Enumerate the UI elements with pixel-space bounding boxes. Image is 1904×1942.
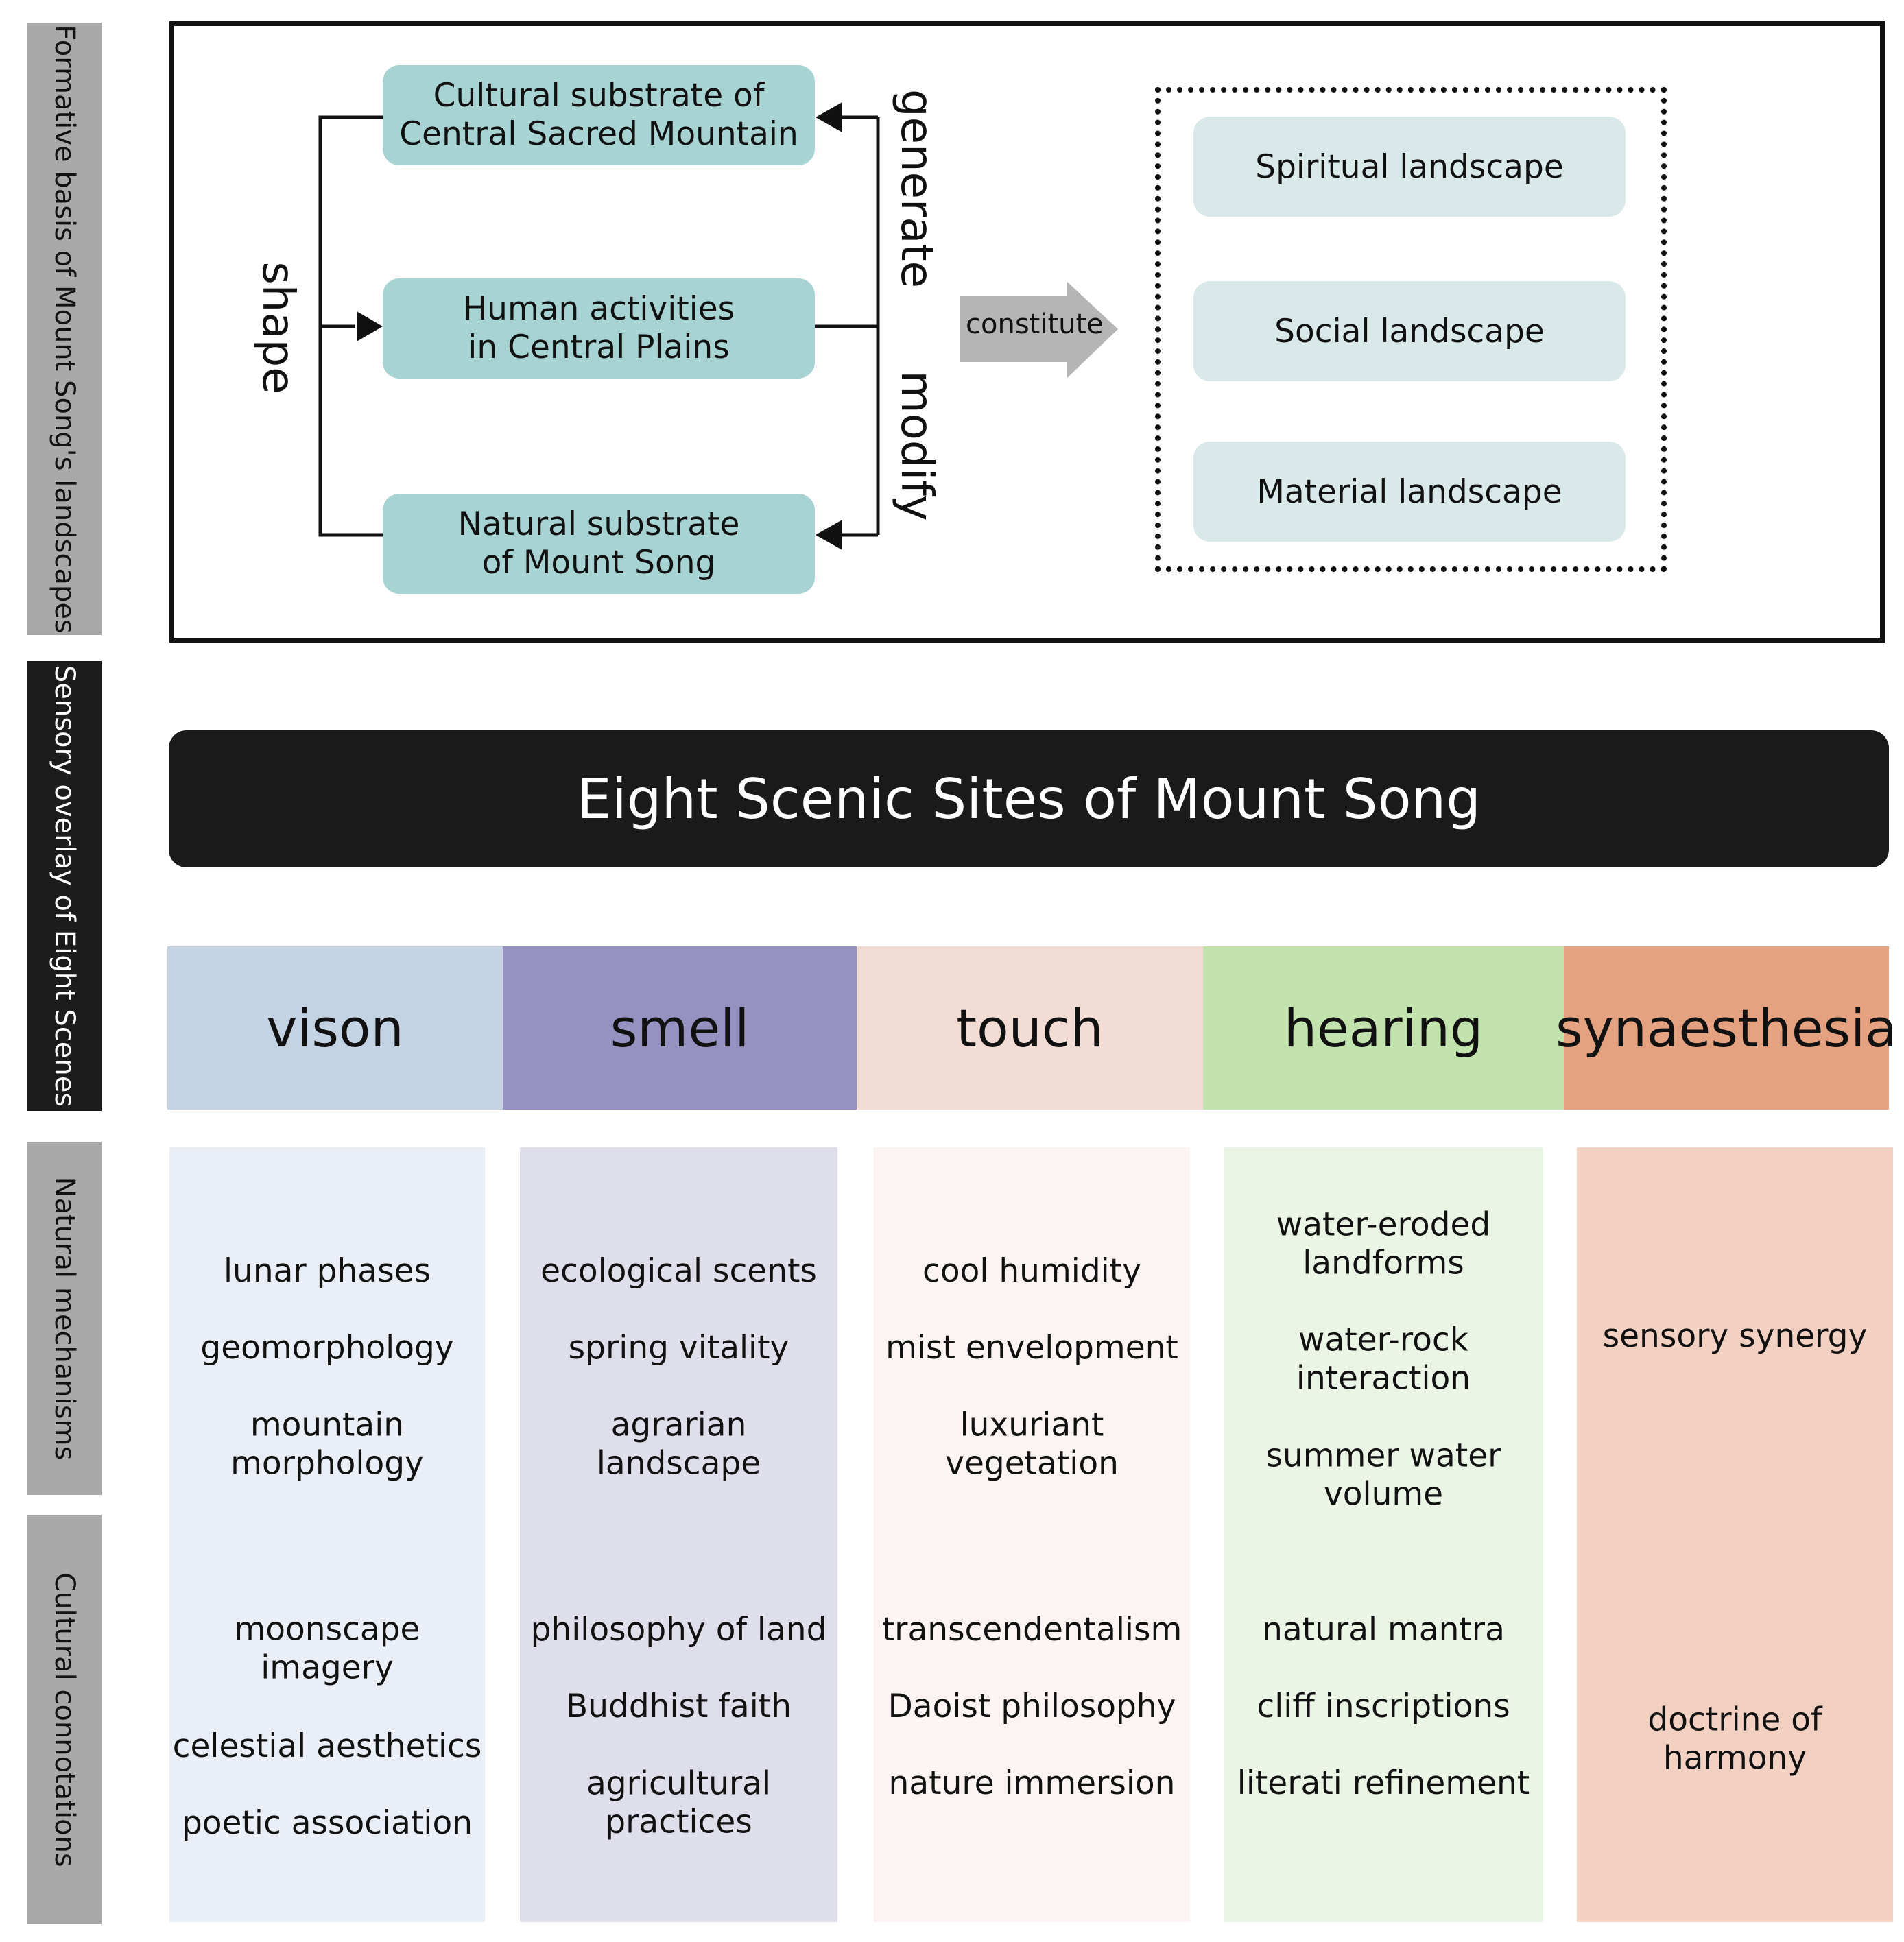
cultural-item: literati refinement [1237, 1764, 1530, 1802]
node-human-activities-label: Human activities in Central Plains [462, 289, 735, 366]
constitute-arrow [960, 281, 1118, 379]
cultural-item: Daoist philosophy [888, 1687, 1176, 1725]
node-cultural-substrate-label: Cultural substrate of Central Sacred Mou… [399, 76, 798, 153]
formation-connectors [318, 102, 1118, 550]
node-cultural-substrate: Cultural substrate of Central Sacred Mou… [383, 65, 815, 165]
cultural-item: agricultural practices [586, 1764, 772, 1841]
node-natural-substrate: Natural substrate of Mount Song [383, 494, 815, 594]
cultural-item: nature immersion [888, 1764, 1176, 1802]
cultural-item: moonscape imagery [234, 1610, 420, 1687]
side-label-cultural-connotations-text: Cultural connotations [49, 1572, 80, 1867]
generate-arrow-head [816, 102, 842, 132]
sense-header-smell-label: smell [610, 997, 750, 1059]
column-vision: lunar phases geomorphology mountain morp… [169, 1147, 485, 1922]
column-synaesthesia: sensory synergy doctrine of harmony [1577, 1147, 1893, 1922]
sense-header-vision: vison [167, 946, 503, 1110]
column-touch: cool humidity mist envelopment luxuriant… [874, 1147, 1190, 1922]
sense-header-vision-label: vison [266, 997, 404, 1059]
natural-item: mountain morphology [230, 1406, 424, 1483]
natural-item: geomorphology [200, 1328, 454, 1367]
sense-header-synaesthesia: synaesthesia [1556, 946, 1897, 1110]
natural-item: lunar phases [223, 1251, 431, 1290]
label-constitute: constitute [966, 309, 1104, 340]
natural-item: ecological scents [540, 1251, 817, 1290]
cultural-item: poetic association [181, 1803, 473, 1842]
cultural-item: Buddhist faith [565, 1687, 792, 1725]
landscape-material: Material landscape [1193, 442, 1626, 542]
natural-item: spring vitality [568, 1328, 789, 1367]
cultural-item: philosophy of land [530, 1610, 827, 1649]
sense-header-touch: touch [857, 946, 1203, 1110]
side-label-formative-basis: Formative basis of Mount Song's landscap… [27, 23, 102, 635]
cultural-item: transcendentalism [881, 1610, 1182, 1649]
natural-item: luxuriant vegetation [945, 1406, 1119, 1483]
natural-item: mist envelopment [885, 1328, 1178, 1367]
sense-header-smell: smell [503, 946, 857, 1110]
cultural-item: cliff inscriptions [1257, 1687, 1510, 1725]
natural-item: sensory synergy [1602, 1317, 1868, 1355]
natural-item: agrarian landscape [596, 1406, 761, 1483]
shape-arrow-head [357, 311, 383, 341]
node-human-activities: Human activities in Central Plains [383, 278, 815, 379]
node-natural-substrate-label: Natural substrate of Mount Song [457, 505, 740, 582]
cultural-item: natural mantra [1262, 1610, 1505, 1649]
label-generate: generate [891, 89, 942, 288]
natural-item: summer water volume [1265, 1437, 1501, 1513]
label-modify: modify [891, 370, 942, 521]
sense-header-hearing: hearing [1203, 946, 1564, 1110]
landscape-group-box [1155, 87, 1667, 572]
label-shape: shape [252, 261, 303, 394]
main-title: Eight Scenic Sites of Mount Song [576, 767, 1481, 831]
side-label-natural-mechanisms: Natural mechanisms [27, 1142, 102, 1495]
cultural-item: doctrine of harmony [1647, 1701, 1822, 1777]
landscape-spiritual: Spiritual landscape [1193, 117, 1626, 217]
cultural-item: celestial aesthetics [172, 1727, 482, 1765]
side-label-cultural-connotations: Cultural connotations [27, 1515, 102, 1924]
column-smell: ecological scents spring vitality agrari… [520, 1147, 837, 1922]
sense-header-synaesthesia-label: synaesthesia [1556, 997, 1897, 1059]
natural-item: cool humidity [923, 1251, 1141, 1290]
main-title-bar: Eight Scenic Sites of Mount Song [169, 730, 1889, 867]
natural-item: water-eroded landforms [1276, 1206, 1491, 1282]
landscape-social: Social landscape [1193, 281, 1626, 381]
side-label-sensory-overlay-text: Sensory overlay of Eight Scenes [49, 664, 80, 1107]
modify-arrow-head [816, 520, 842, 550]
side-label-sensory-overlay: Sensory overlay of Eight Scenes [27, 661, 102, 1111]
side-label-natural-mechanisms-text: Natural mechanisms [49, 1177, 80, 1461]
column-hearing: water-eroded landforms water-rock intera… [1224, 1147, 1543, 1922]
sense-header-touch-label: touch [956, 997, 1104, 1059]
sense-header-hearing-label: hearing [1283, 997, 1484, 1059]
natural-item: water-rock interaction [1296, 1321, 1471, 1398]
